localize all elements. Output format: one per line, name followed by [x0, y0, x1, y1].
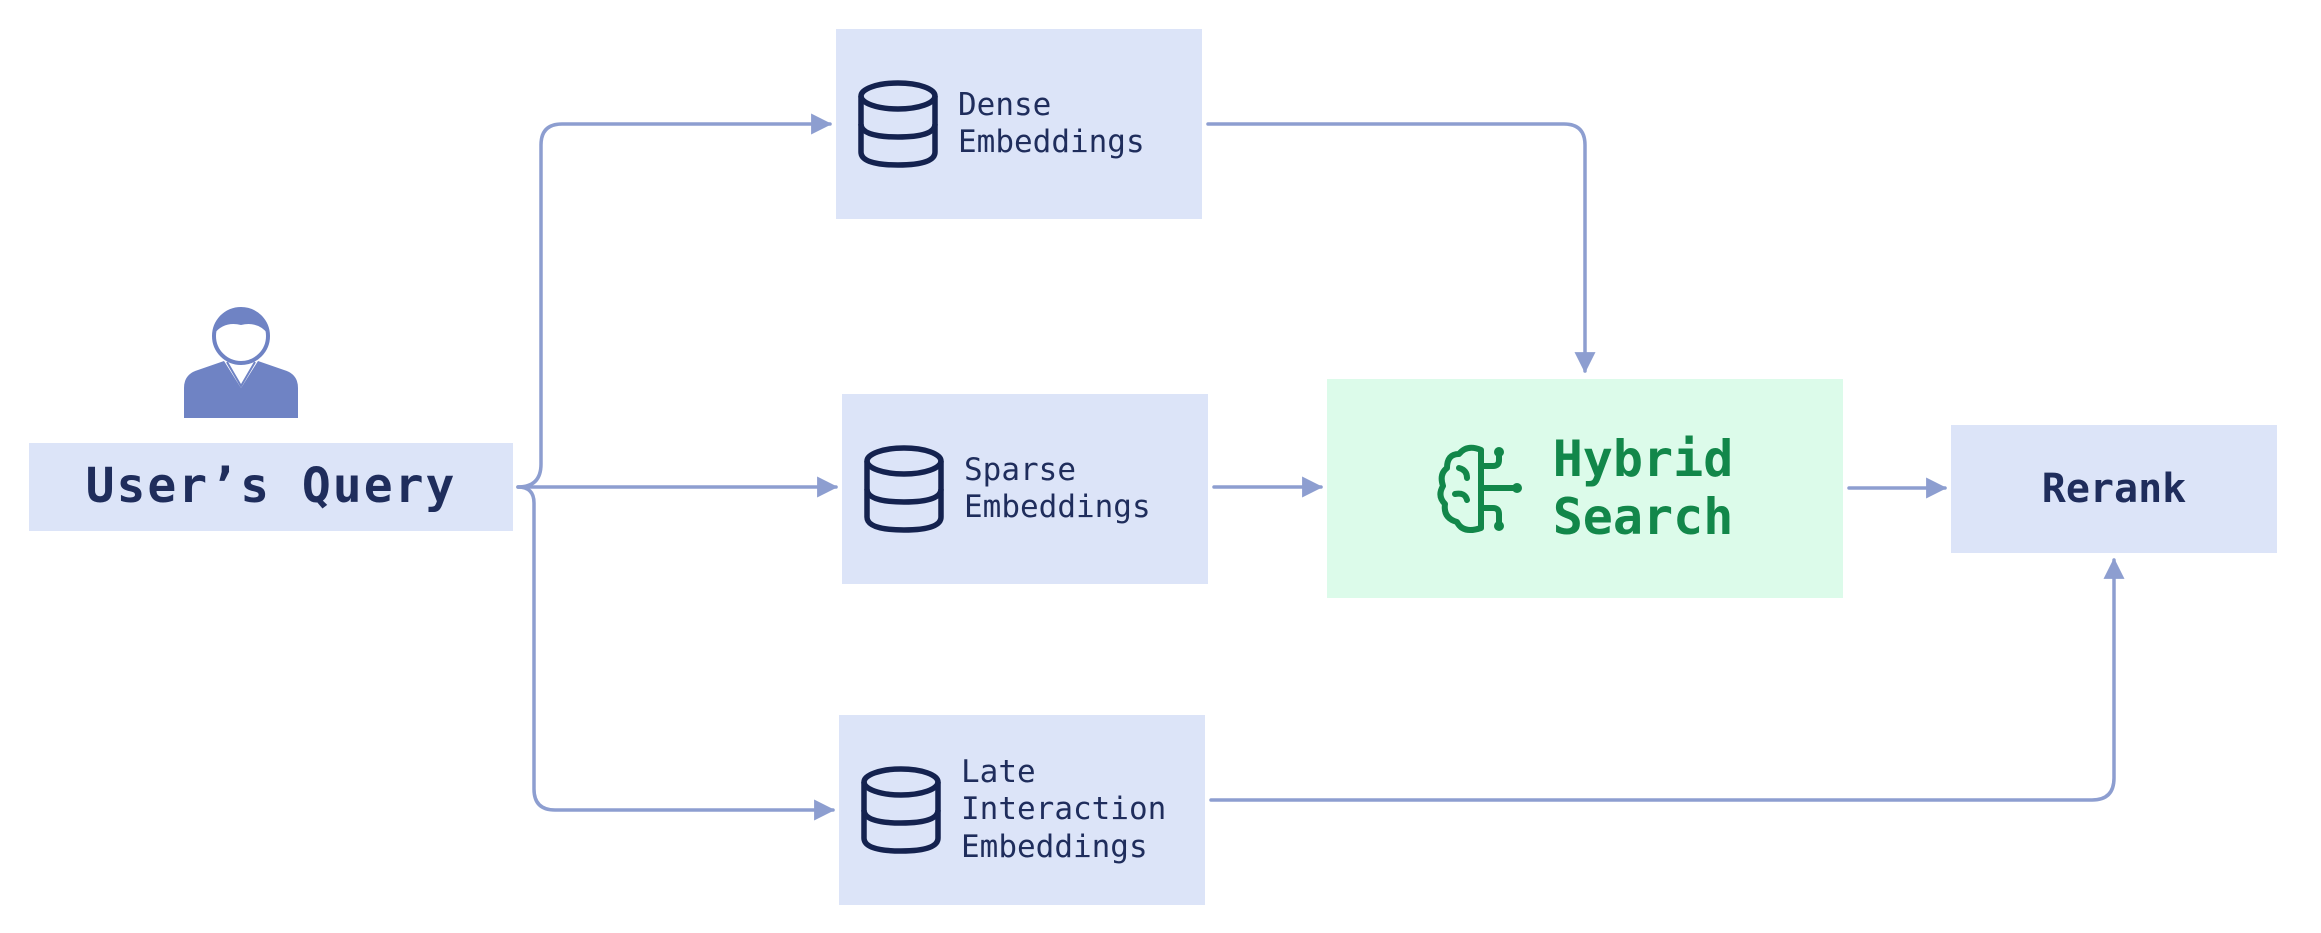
- edge-dense-hybrid: [1206, 122, 1596, 374]
- edge-query-dense: [516, 113, 833, 489]
- edge-late-rerank: [1209, 557, 2125, 802]
- sparse-embeddings-node: Sparse Embeddings: [842, 394, 1208, 584]
- late-interaction-embeddings-node: Late Interaction Embeddings: [839, 715, 1205, 905]
- database-icon: [858, 80, 938, 168]
- brain-circuit-icon: [1437, 444, 1522, 533]
- sparse-embeddings-label: Sparse Embeddings: [964, 451, 1151, 525]
- database-icon: [861, 766, 941, 854]
- rerank-label: Rerank: [2041, 466, 2187, 512]
- dense-embeddings-label: Dense Embeddings: [958, 86, 1145, 160]
- users-query-node: User’s Query: [29, 443, 513, 531]
- rerank-node: Rerank: [1951, 425, 2277, 553]
- hybrid-search-label: Hybrid Search: [1552, 430, 1734, 546]
- dense-embeddings-node: Dense Embeddings: [836, 29, 1202, 219]
- database-icon: [864, 445, 944, 533]
- users-query-label: User’s Query: [85, 458, 457, 515]
- hybrid-search-node: Hybrid Search: [1327, 379, 1843, 598]
- user-icon: [184, 307, 298, 418]
- edge-query-late: [516, 485, 836, 821]
- late-interaction-embeddings-label: Late Interaction Embeddings: [961, 754, 1167, 865]
